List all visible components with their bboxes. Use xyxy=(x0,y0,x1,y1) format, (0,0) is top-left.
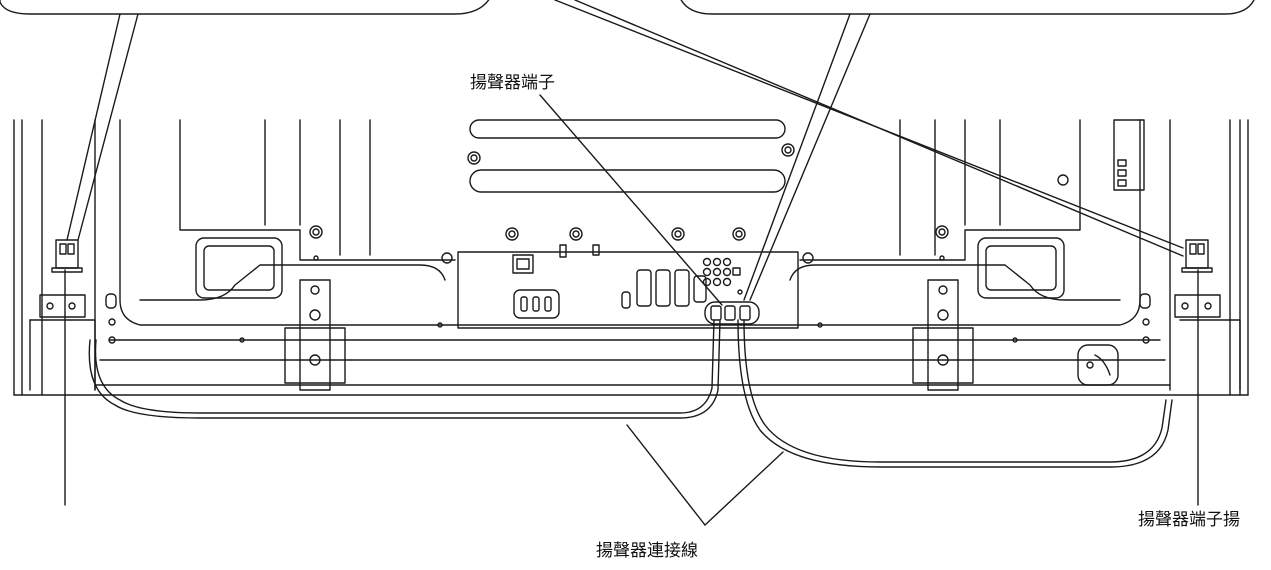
leader-line-cable xyxy=(626,424,784,526)
callout-bubble-left xyxy=(0,0,490,15)
cable-clip xyxy=(1077,344,1119,386)
speaker-cable-left xyxy=(88,319,721,419)
speaker-cable-right xyxy=(737,319,1173,468)
leader-line-top-terminal xyxy=(539,94,723,306)
rear-panel-body xyxy=(94,119,1171,391)
callout-pointer-left xyxy=(66,13,139,241)
speaker-terminal-right xyxy=(1113,119,1221,344)
screw-holes xyxy=(239,143,1069,343)
tv-frame xyxy=(13,119,1249,396)
label-speaker-terminal-right: 揚聲器端子揚 xyxy=(1138,510,1240,530)
callout-pointer-center xyxy=(743,13,871,301)
callout-pointer-right-top xyxy=(554,0,1184,257)
speaker-terminal-left xyxy=(39,239,117,344)
handle-right xyxy=(977,237,1065,299)
top-slots xyxy=(469,119,786,193)
terminal-board xyxy=(457,244,799,329)
speaker-terminal-center xyxy=(704,301,760,325)
callout-bubble-right xyxy=(680,0,1255,15)
handle-left xyxy=(195,237,283,299)
stand-bracket-right xyxy=(912,279,974,391)
label-speaker-terminal-top: 揚聲器端子 xyxy=(470,73,555,93)
stand-bracket-left xyxy=(284,279,346,391)
label-speaker-cable: 揚聲器連接線 xyxy=(596,541,698,561)
